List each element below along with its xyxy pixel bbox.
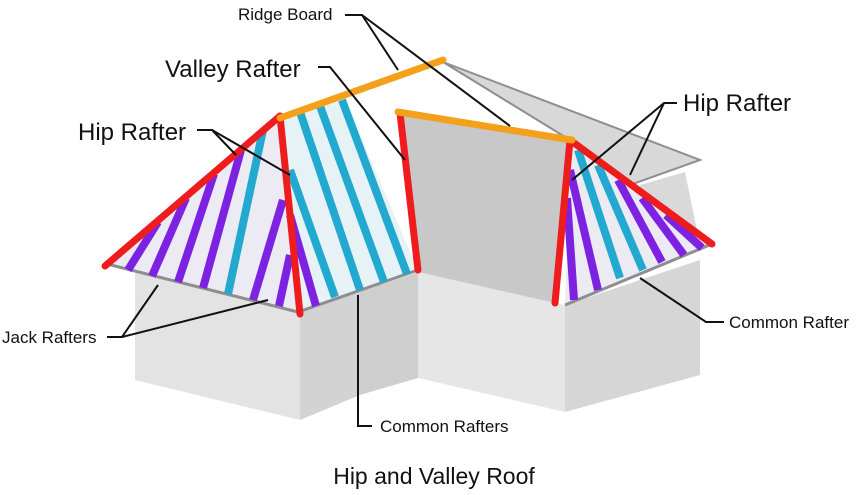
jack-rafter: [275, 254, 294, 307]
left-ridge-board: [276, 56, 447, 122]
center-ridge-board: [394, 108, 576, 144]
common-rafter: [286, 168, 339, 299]
left-wing-front-wall: [135, 270, 300, 420]
valley-rafter-leader: [318, 66, 406, 161]
jack-rafter: [199, 148, 245, 290]
building-walls: [135, 172, 700, 420]
leader-lines: [107, 14, 724, 427]
common-rafter: [224, 129, 267, 295]
main-roof-gable-face: [400, 113, 570, 303]
right-wing-roof: [394, 108, 716, 307]
jack-rafter: [249, 198, 287, 302]
valley-rafter: [396, 109, 422, 274]
common-rafter-label: Common Rafter: [729, 313, 849, 332]
common-rafter: [594, 163, 647, 272]
common-rafter: [296, 110, 364, 292]
left-wing-roof: [101, 56, 447, 318]
jack-rafter: [663, 212, 705, 251]
jack-rafter: [614, 178, 666, 264]
right-hip-rafter-front: [551, 136, 574, 307]
labels: Ridge Board Valley Rafter Hip Rafter Hip…: [2, 5, 849, 489]
main-roof: [400, 61, 703, 303]
valley-rafter-label: Valley Rafter: [165, 56, 301, 83]
right-eave-line: [564, 242, 713, 307]
jack-rafters-leader: [107, 284, 269, 338]
left-wing-side-wall: [300, 292, 360, 420]
left-hip-rafter-inner: [276, 112, 304, 318]
common-rafters-leader: [357, 295, 372, 427]
jack-rafter: [566, 169, 602, 291]
jack-rafter: [563, 197, 578, 301]
jack-rafter: [148, 196, 190, 278]
inner-corner-wall: [360, 272, 418, 395]
ridge-board-leader: [345, 14, 511, 127]
jack-rafter: [174, 172, 218, 284]
left-hip-rafter-outer: [101, 112, 284, 270]
diagram-title: Hip and Valley Roof: [333, 463, 535, 489]
common-rafters-label: Common Rafters: [380, 417, 508, 436]
right-hip-rafter-side: [566, 136, 716, 248]
common-rafter-leader: [639, 277, 724, 323]
hip-rafter-left-leader: [197, 129, 291, 176]
left-common-rafters-blue: [224, 98, 411, 299]
jack-rafters-label: Jack Rafters: [2, 328, 96, 347]
right-jack-rafters: [563, 169, 705, 301]
right-wing-front-wall: [565, 260, 700, 412]
common-rafter: [574, 148, 624, 280]
ridge-board-label: Ridge Board: [238, 5, 333, 24]
right-common-rafters-blue: [574, 148, 647, 280]
jack-rafter: [638, 195, 688, 258]
common-rafter: [338, 98, 411, 276]
jack-rafter: [124, 219, 162, 273]
hip-rafter-left-label: Hip Rafter: [78, 119, 186, 146]
hip-rafter-right-leader: [571, 102, 677, 181]
common-rafter: [316, 104, 388, 284]
hip-rafter-right-label: Hip Rafter: [683, 90, 791, 117]
left-jack-rafters: [124, 148, 294, 307]
center-wall: [418, 272, 565, 412]
